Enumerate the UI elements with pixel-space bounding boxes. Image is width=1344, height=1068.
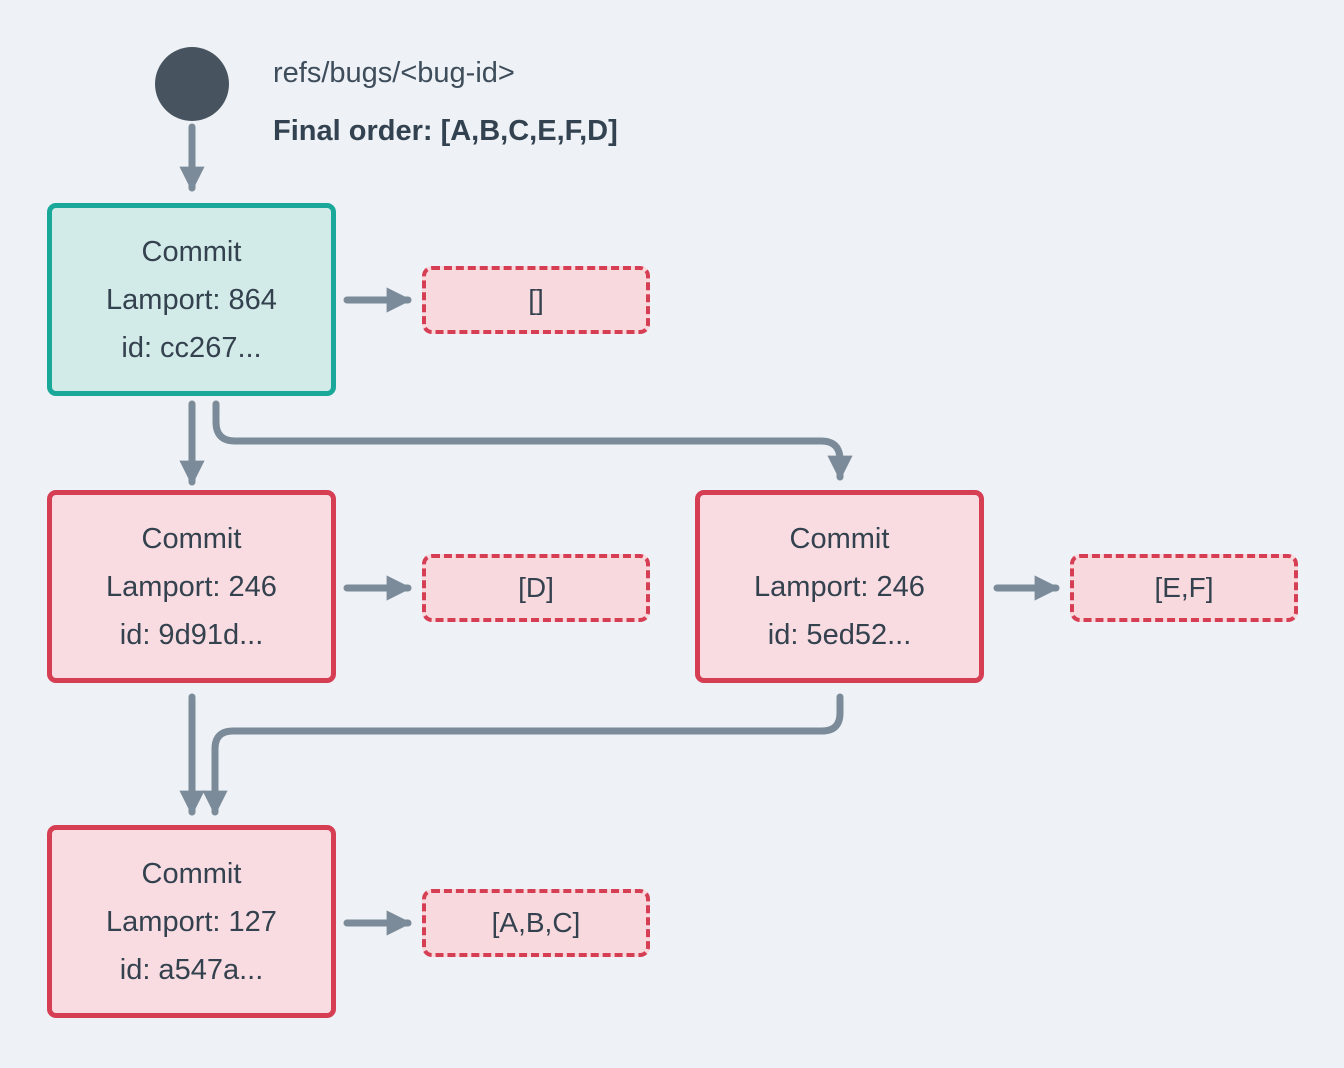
commit-node-5ed52: Commit Lamport: 246 id: 5ed52... [695, 490, 984, 683]
commit-id: id: 9d91d... [119, 618, 264, 651]
commit-title: Commit [141, 522, 242, 555]
final-order-label: Final order: [A,B,C,E,F,D] [273, 115, 618, 147]
result-box-a547a: [A,B,C] [422, 889, 650, 957]
result-box-5ed52: [E,F] [1070, 554, 1298, 622]
ref-head-circle-icon [155, 47, 229, 121]
result-box-cc267: [] [422, 266, 650, 334]
commit-node-cc267: Commit Lamport: 864 id: cc267... [47, 203, 336, 396]
commit-id: id: 5ed52... [767, 618, 912, 651]
commit-lamport: Lamport: 246 [106, 570, 277, 603]
edge-commit-246-right-to-commit-127 [202, 693, 844, 816]
edge-commit-864-to-commit-246-right [212, 400, 853, 481]
commit-node-9d91d: Commit Lamport: 246 id: 9d91d... [47, 490, 336, 683]
commit-title: Commit [789, 522, 890, 555]
commit-lamport: Lamport: 246 [754, 570, 925, 603]
result-box-9d91d: [D] [422, 554, 650, 622]
commit-title: Commit [141, 857, 242, 890]
ref-name-label: refs/bugs/<bug-id> [273, 57, 515, 89]
commit-id: id: a547a... [119, 953, 264, 986]
commit-id: id: cc267... [121, 331, 262, 364]
commit-title: Commit [141, 235, 242, 268]
commit-node-a547a: Commit Lamport: 127 id: a547a... [47, 825, 336, 1018]
commit-lamport: Lamport: 127 [106, 905, 277, 938]
commit-lamport: Lamport: 864 [106, 283, 277, 316]
